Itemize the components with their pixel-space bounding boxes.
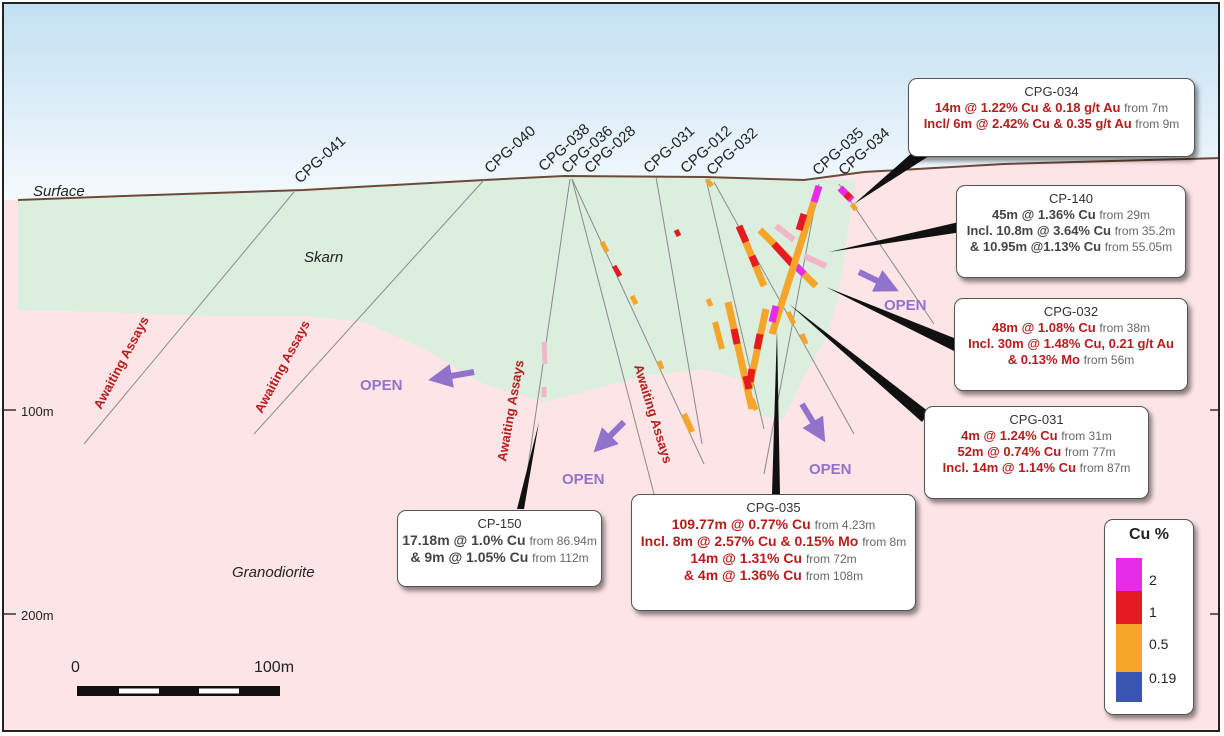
intercept-text: 45m @ 1.36% Cu [991,206,1096,222]
intercept-text: 109.77m @ 0.77% Cu [671,515,811,532]
intercept-text: & 10.95m @1.13% Cu [969,238,1102,254]
from-depth: from 38m [1099,320,1151,335]
intercept-text: & 4m @ 1.36% Cu [683,567,802,584]
intercept-text: 4m @ 1.24% Cu [961,427,1058,443]
from-depth: from 9m [1135,116,1180,131]
callout-cpg035: CPG-035 109.77m @ 0.77% Cu from 4.23m In… [631,494,916,611]
intercept-text: Incl. 8m @ 2.57% Cu & 0.15% Mo [640,532,859,549]
legend-swatch-1 [1116,591,1142,624]
scale-label-100m: 100m [254,659,294,676]
from-depth: from 8m [862,534,907,549]
legend-label-0-5: 0.5 [1149,636,1169,652]
scale-bar [77,686,280,696]
surface-label: Surface [33,183,85,200]
legend-label-2: 2 [1149,572,1157,588]
callout-title: CP-150 [477,516,522,531]
callout-title: CPG-031 [1009,412,1064,427]
callout-cp140: CP-140 45m @ 1.36% Cu from 29m Incl. 10.… [956,185,1186,278]
cu-legend: Cu % 2 1 0.5 0.19 [1104,519,1194,715]
open-label-south: OPEN [809,461,852,478]
from-depth: from 31m [1061,428,1112,443]
callout-title: CPG-035 [746,500,801,515]
callout-cpg034: CPG-034 14m @ 1.22% Cu & 0.18 g/t Au fro… [908,78,1195,157]
intercept-text: & 0.13% Mo [1007,351,1080,367]
open-arrows [428,269,899,453]
callout-leaders [517,144,962,509]
depth-label-200: 200m [21,608,54,623]
legend-swatch-0-19 [1116,672,1142,702]
drill-hole-traces [83,176,935,495]
intercept-text: 14m @ 1.31% Cu [690,550,803,567]
open-label-west: OPEN [360,377,403,394]
from-depth: from 4.23m [814,517,876,532]
intercept-text: 48m @ 1.08% Cu [991,319,1096,335]
open-label-east: OPEN [884,297,927,314]
intercept-text: 52m @ 0.74% Cu [957,443,1062,459]
from-depth: from 87m [1079,460,1131,475]
intercept-text: Incl/ 6m @ 2.42% Cu & 0.35 g/t Au [923,115,1132,131]
skarn-region [18,176,856,419]
surface-line [17,157,1218,201]
intercept-text: 17.18m @ 1.0% Cu [402,531,526,548]
from-depth: from 77m [1064,444,1116,459]
open-label-southwest: OPEN [562,471,605,488]
legend-label-0-19: 0.19 [1149,670,1177,686]
callout-title: CP-140 [1048,191,1094,206]
from-depth: from 55.05m [1104,239,1173,254]
from-depth: from 86.94m [529,533,597,548]
intercept-text: Incl. 30m @ 1.48% Cu, 0.21 g/t Au [968,335,1174,351]
intercept-text: Incl. 10.8m @ 3.64% Cu [966,222,1111,238]
from-depth: from 7m [1124,100,1169,115]
from-depth: from 35.2m [1114,223,1176,238]
callout-cpg032: CPG-032 48m @ 1.08% Cu from 38m Incl. 30… [954,298,1188,391]
depth-label-100: 100m [21,404,54,419]
assay-intervals [541,178,859,434]
from-depth: from 112m [532,550,589,565]
callout-cp150: CP-150 17.18m @ 1.0% Cu from 86.94m & 9m… [397,510,602,587]
legend-swatch-0-5 [1116,624,1142,672]
callout-title: CPG-034 [1024,84,1079,99]
intercept-text: Incl. 14m @ 1.14% Cu [942,459,1077,475]
intercept-text: 14m @ 1.22% Cu & 0.18 g/t Au [934,99,1121,115]
from-depth: from 29m [1099,207,1151,222]
callout-cpg031: CPG-031 4m @ 1.24% Cu from 31m 52m @ 0.7… [924,406,1149,499]
granodiorite-label: Granodiorite [232,564,315,581]
intercept-text: & 9m @ 1.05% Cu [410,548,529,565]
callout-title: CPG-032 [1043,304,1099,319]
legend-title: Cu % [1129,526,1169,543]
scale-label-zero: 0 [71,659,80,676]
legend-label-1: 1 [1149,604,1157,620]
from-depth: from 56m [1083,352,1135,367]
from-depth: from 108m [805,569,864,584]
skarn-label: Skarn [304,249,343,266]
legend-swatch-2 [1116,558,1142,591]
from-depth: from 72m [805,552,857,567]
